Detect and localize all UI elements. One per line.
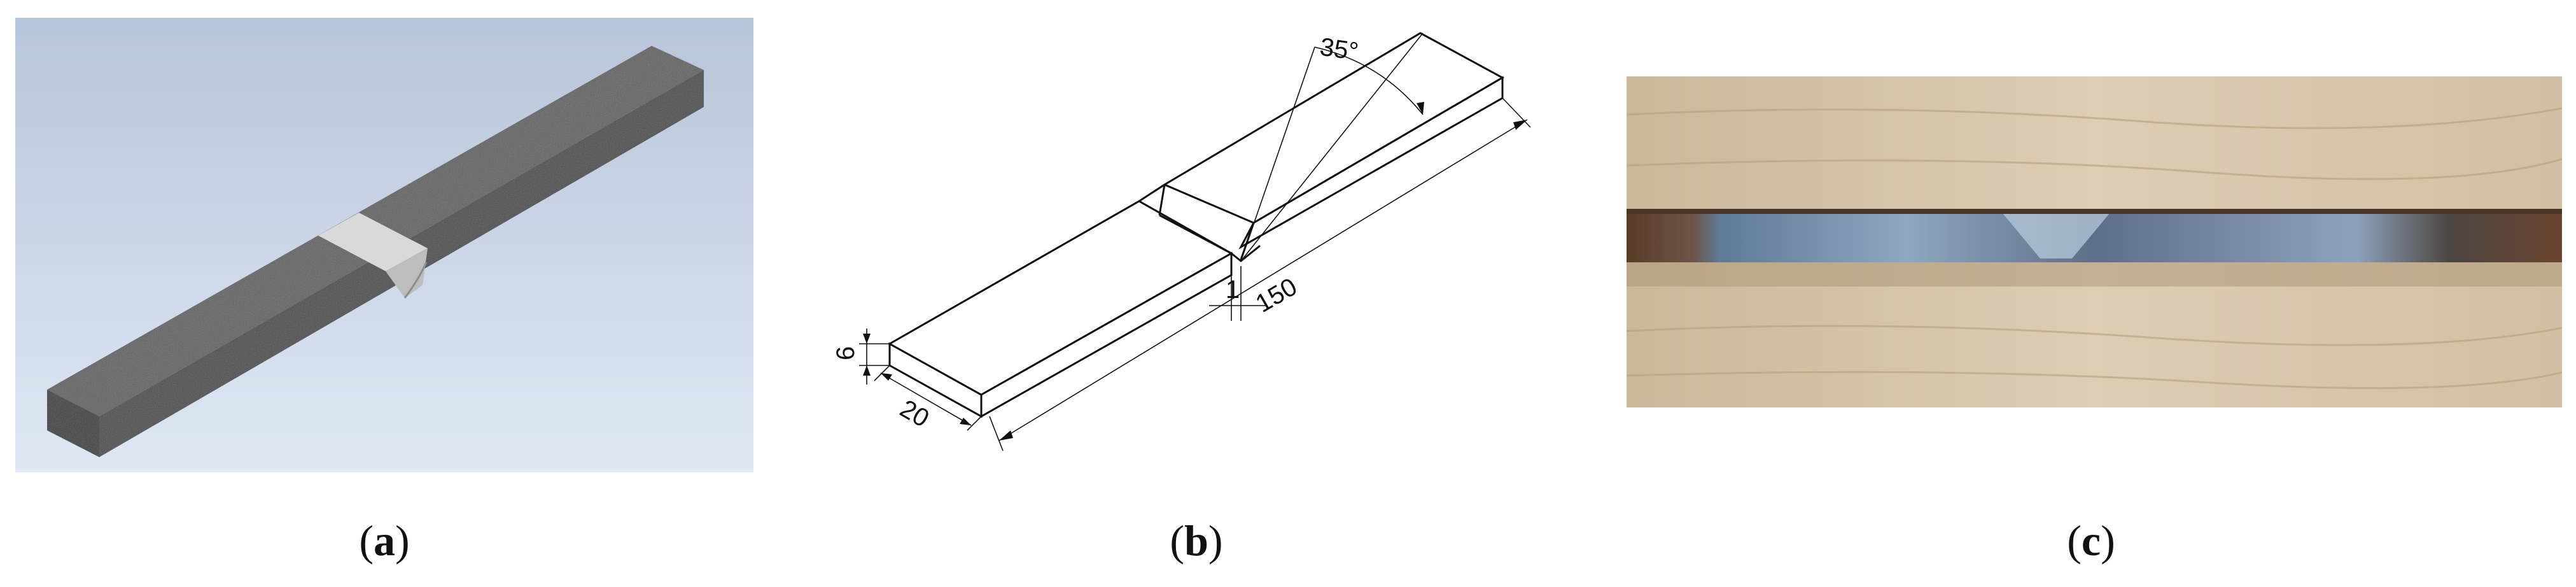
dim-height-6: 6 (832, 346, 860, 360)
drawing-svg: 6 20 1 150 35° (832, 32, 1531, 451)
caption-c: (c) (2067, 516, 2115, 565)
photo-image (1627, 76, 2562, 407)
render-image (15, 18, 753, 472)
weld-bead (2002, 213, 2110, 258)
wood-grain (1627, 107, 2562, 390)
dimension-arrows (863, 102, 1527, 441)
dim-gap-1: 1 (1226, 276, 1240, 304)
panel-a-render: (a) (15, 18, 753, 565)
bar-top-edge (1627, 209, 2562, 214)
specimen-outline (887, 32, 1505, 418)
panel-c-photo: (c) (1627, 76, 2562, 565)
dimension-lines (859, 32, 1531, 451)
weld-band (318, 213, 428, 299)
dim-bevel-angle: 35° (1318, 33, 1360, 66)
panel-b-drawing: 6 20 1 150 35° (b) (821, 18, 1572, 565)
caption-a: (a) (359, 516, 410, 565)
bar-shadow (1627, 261, 2562, 286)
dim-length-150: 150 (1251, 272, 1302, 318)
caption-b: (b) (1170, 516, 1223, 565)
